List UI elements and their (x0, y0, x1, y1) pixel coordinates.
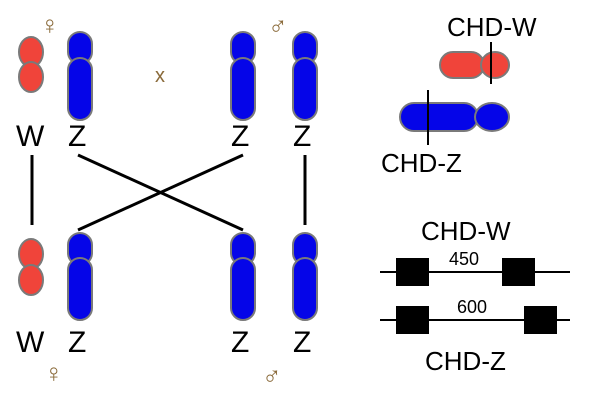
offspring-label-z2: Z (231, 326, 249, 359)
chd-w-fragment-size: 450 (449, 249, 479, 269)
offspring-label-z1: Z (68, 326, 86, 359)
parent-label-z2: Z (231, 120, 249, 153)
parent-label-z3: Z (293, 120, 311, 153)
parent-male-z-chromosome-2 (292, 31, 318, 121)
chd-z-chromosome-detail (399, 102, 510, 132)
offspring-female-z-chromosome (67, 232, 93, 321)
chd-z-fragment-size: 600 (457, 297, 487, 317)
parent-label-z1: Z (68, 120, 86, 153)
male-symbol-top: ♂ (268, 10, 288, 40)
chd-z-exon-left (396, 306, 429, 334)
chd-w-label-bottom: CHD-W (421, 216, 511, 246)
chd-w-chromosome-detail (439, 51, 510, 79)
chd-z-label-bottom: CHD-Z (425, 346, 506, 376)
chd-z-exon-right (524, 306, 557, 334)
female-symbol-top: ♀ (40, 10, 60, 40)
female-symbol-bottom: ♀ (44, 358, 64, 388)
offspring-label-w: W (16, 326, 45, 359)
offspring-label-z3: Z (293, 326, 311, 359)
offspring-w-chromosome (18, 238, 44, 296)
chd-w-exon-left (396, 258, 429, 286)
chd-w-label-top: CHD-W (447, 12, 537, 42)
offspring-male-z-chromosome-2 (292, 232, 318, 321)
chd-w-exon-right (502, 258, 535, 286)
male-symbol-bottom: ♂ (262, 360, 282, 390)
cross-symbol: x (155, 65, 165, 87)
offspring-male-z-chromosome-1 (230, 232, 256, 321)
parent-label-w: W (16, 120, 45, 153)
chd-z-label-top: CHD-Z (381, 148, 462, 178)
parent-w-chromosome (18, 36, 44, 93)
parent-female-z-chromosome (67, 31, 93, 121)
inheritance-line-cross-2 (77, 153, 244, 232)
parent-male-z-chromosome-1 (230, 31, 256, 121)
